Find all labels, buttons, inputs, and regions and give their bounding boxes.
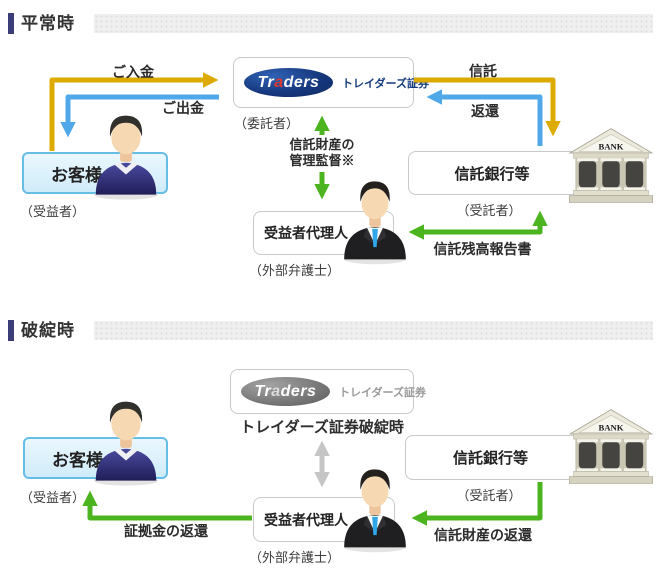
flow-label-withdrawal: ご出金: [162, 100, 204, 116]
businessman-icon: [344, 181, 406, 265]
bank-icon: BANK: [568, 128, 654, 203]
trust-bank-label: 信託銀行等: [454, 165, 530, 183]
flow-label-margin-return: 証拠金の返還: [124, 523, 208, 539]
header-strip: [94, 14, 653, 33]
trust-bank-label: 信託銀行等: [452, 450, 528, 467]
section-header-normal: 平常時: [0, 13, 666, 34]
section-title-failure: 破綻時: [21, 321, 75, 340]
traders-logo-accent: a: [274, 73, 284, 91]
agent-label: 受益者代理人: [264, 225, 348, 241]
businessman-icon: [344, 469, 406, 553]
header-accent-bar: [8, 320, 14, 341]
failure-status-note: トレイダーズ証券破綻時: [240, 419, 404, 436]
agent-label: 受益者代理人: [264, 511, 348, 528]
flow-label-balance-report: 信託残高報告書: [433, 241, 532, 257]
trust-bank-role: （受託者）: [456, 488, 522, 503]
bank-icon-label: BANK: [598, 422, 623, 432]
flow-label-asset-return: 信託財産の返還: [434, 527, 532, 543]
flow-label-trust: 信託: [469, 63, 497, 79]
traders-logo-text: Tr: [257, 73, 275, 91]
traders-name: トレイダーズ証券: [342, 77, 430, 90]
bank-icon: BANK: [568, 409, 654, 484]
agent-role: （外部弁護士）: [249, 263, 341, 278]
flow-label-trust-return: 返還: [471, 103, 499, 119]
traders-logo-accent: a: [271, 382, 281, 400]
traders-logo-text: Tr: [254, 382, 272, 400]
customer-label: お客様: [51, 165, 102, 185]
flow-label-supervision-line2: 管理監督※: [289, 153, 355, 168]
traders-logo-text: ders: [280, 382, 317, 400]
header-strip: [94, 321, 653, 340]
section-header-failure: 破綻時: [0, 320, 666, 341]
bank-icon-label: BANK: [598, 141, 623, 151]
customer-role: （受益者）: [20, 204, 86, 219]
arrow-margin-return: [82, 490, 252, 521]
customer-role: （受益者）: [20, 490, 86, 505]
flow-label-supervision-line1: 信託財産の: [289, 137, 355, 152]
traders-logo-text: ders: [283, 73, 320, 91]
flow-label-deposit: ご入金: [112, 64, 154, 80]
trust-bank-role: （受託者）: [456, 203, 522, 218]
section-title-normal: 平常時: [21, 14, 75, 33]
agent-role: （外部弁護士）: [249, 550, 341, 565]
header-accent-bar: [8, 13, 14, 34]
flow-label-supervision: 信託財産の 管理監督※: [252, 137, 392, 169]
customer-label: お客様: [52, 450, 103, 470]
customer-icon: [94, 115, 158, 200]
traders-name-inactive: トレイダーズ証券: [339, 386, 427, 399]
customer-icon: [94, 401, 158, 486]
traders-role: （委託者）: [234, 116, 300, 131]
